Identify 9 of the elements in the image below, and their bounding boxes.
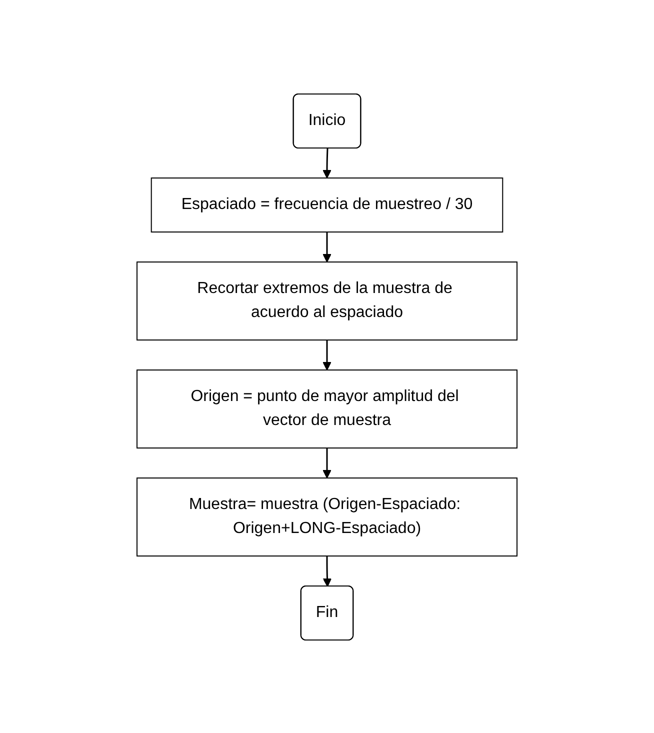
arrow — [322, 232, 332, 262]
arrow — [322, 556, 332, 586]
node-box: Muestra= muestra (Origen-Espaciado: Origen+LONG-Espaciado) — [136, 477, 518, 556]
node-box: Espaciado = frecuencia de muestreo / 30 — [150, 177, 504, 232]
node-box: Recortar extremos de la muestra de acuerdo al espaciado — [136, 261, 518, 340]
node-box: Origen = punto de mayor amplitud del vector de muestra — [136, 369, 518, 448]
arrow — [322, 340, 332, 370]
arrow — [322, 448, 332, 478]
arrow — [322, 148, 332, 178]
